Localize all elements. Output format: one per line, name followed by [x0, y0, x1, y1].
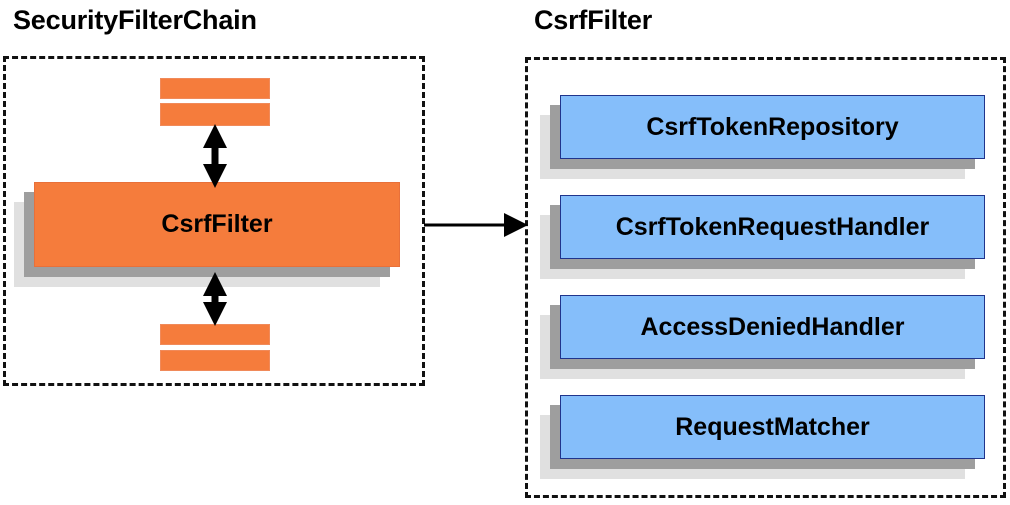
request-matcher-component[interactable]: RequestMatcher — [540, 395, 985, 479]
csrf-filter-component[interactable]: CsrfFilter — [14, 182, 400, 287]
security-filter-chain-container — [3, 56, 425, 386]
csrf-filter-component-label: CsrfFilter — [34, 182, 400, 267]
csrf-token-request-handler-component[interactable]: CsrfTokenRequestHandler — [540, 195, 985, 279]
filter-stub-below-1 — [160, 324, 270, 345]
csrf-filter-container — [525, 57, 1006, 498]
left-to-right-arrow-icon — [424, 213, 528, 237]
request-matcher-label: RequestMatcher — [560, 395, 985, 459]
csrf-token-repository-component[interactable]: CsrfTokenRepository — [540, 95, 985, 179]
access-denied-handler-label: AccessDeniedHandler — [560, 295, 985, 359]
filter-stub-above-2 — [160, 103, 270, 126]
access-denied-handler-component[interactable]: AccessDeniedHandler — [540, 295, 985, 379]
csrf-token-repository-label: CsrfTokenRepository — [560, 95, 985, 159]
filter-stub-above-1 — [160, 78, 270, 99]
csrf-token-request-handler-label: CsrfTokenRequestHandler — [560, 195, 985, 259]
page-title-security-filter-chain: SecurityFilterChain — [13, 5, 257, 35]
page-title-csrf-filter: CsrfFilter — [534, 5, 653, 35]
filter-stub-below-2 — [160, 350, 270, 371]
